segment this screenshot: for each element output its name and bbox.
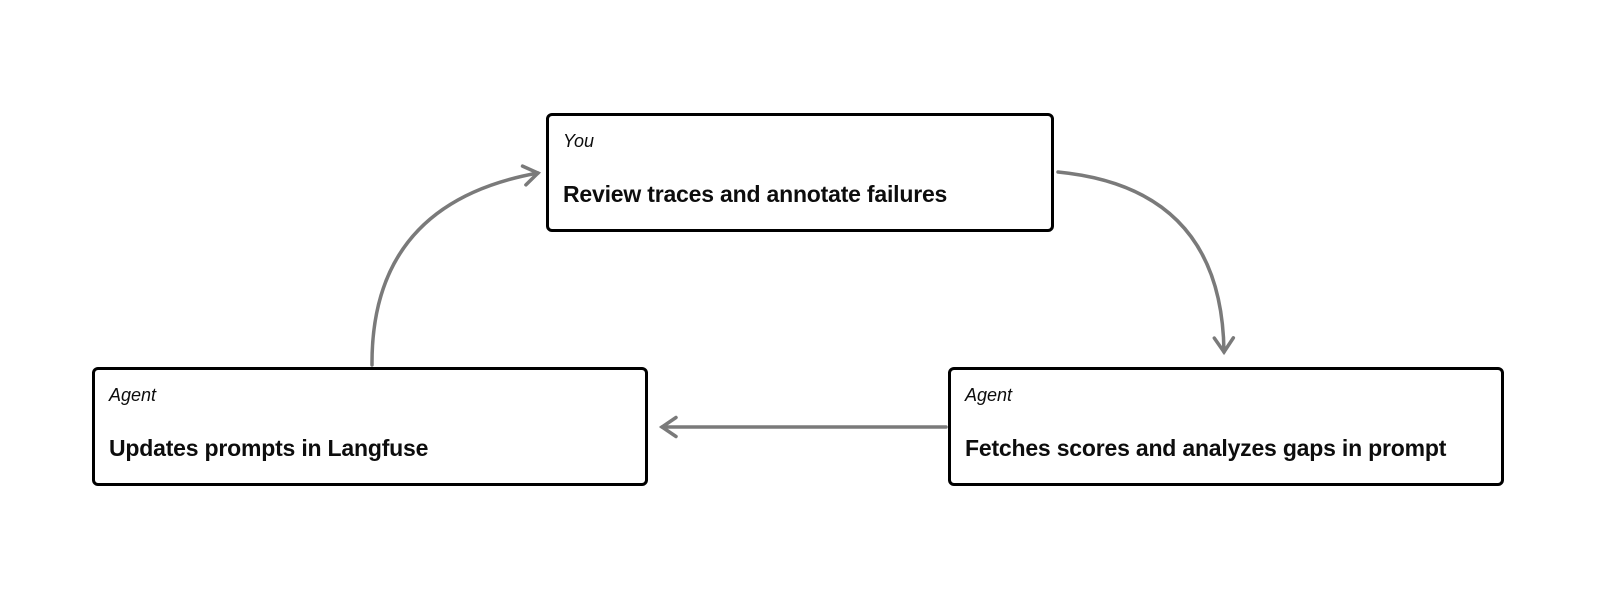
node-title: Fetches scores and analyzes gaps in prom… (965, 435, 1447, 462)
node-fetches-scores: Agent Fetches scores and analyzes gaps i… (948, 367, 1504, 486)
node-review-traces: You Review traces and annotate failures (546, 113, 1054, 232)
arrow-review-to-fetch (1056, 170, 1236, 356)
arrow-update-to-review (370, 164, 542, 367)
actor-label: Agent (109, 385, 157, 405)
node-updates-prompts: Agent Updates prompts in Langfuse (92, 367, 648, 486)
actor-label: Agent (965, 385, 1013, 405)
actor-label: You (563, 131, 595, 151)
node-title: Updates prompts in Langfuse (109, 435, 429, 462)
node-title: Review traces and annotate failures (563, 181, 948, 208)
